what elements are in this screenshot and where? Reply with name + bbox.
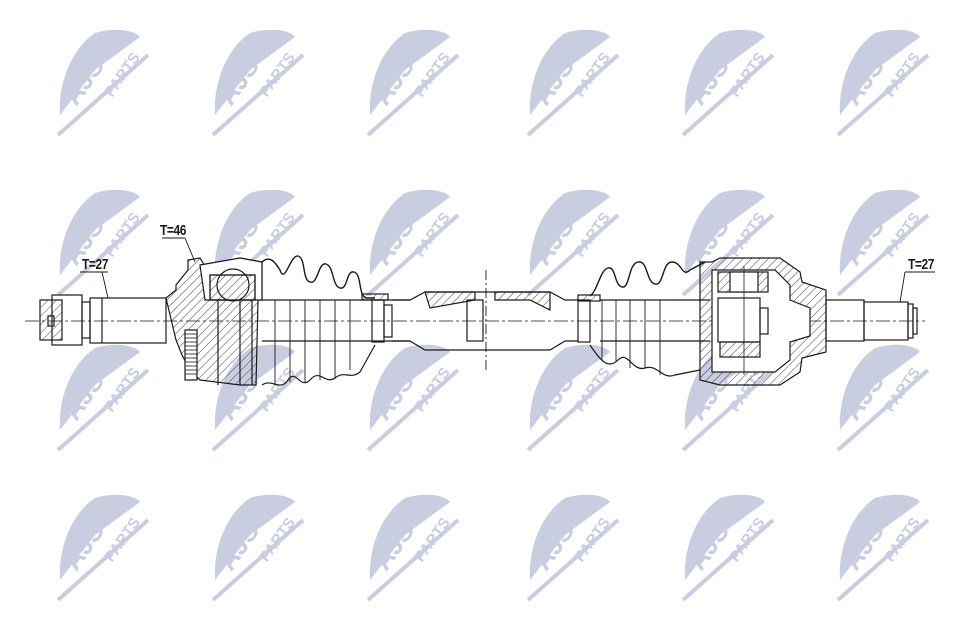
annotation-left-spline-count: T=27 (82, 256, 109, 273)
annotation-right-spline-count: T=27 (908, 256, 935, 273)
left-stub-shaft (39, 294, 167, 346)
right-stub-shaft (825, 299, 918, 342)
left-boot (261, 255, 393, 386)
right-boot (577, 261, 710, 377)
annotation-abs-ring-teeth: T=46 (160, 222, 187, 239)
left-cv-joint (165, 257, 263, 386)
leader-left-t27 (101, 271, 109, 299)
right-tripod-joint (699, 257, 827, 386)
main-shaft (262, 270, 578, 372)
